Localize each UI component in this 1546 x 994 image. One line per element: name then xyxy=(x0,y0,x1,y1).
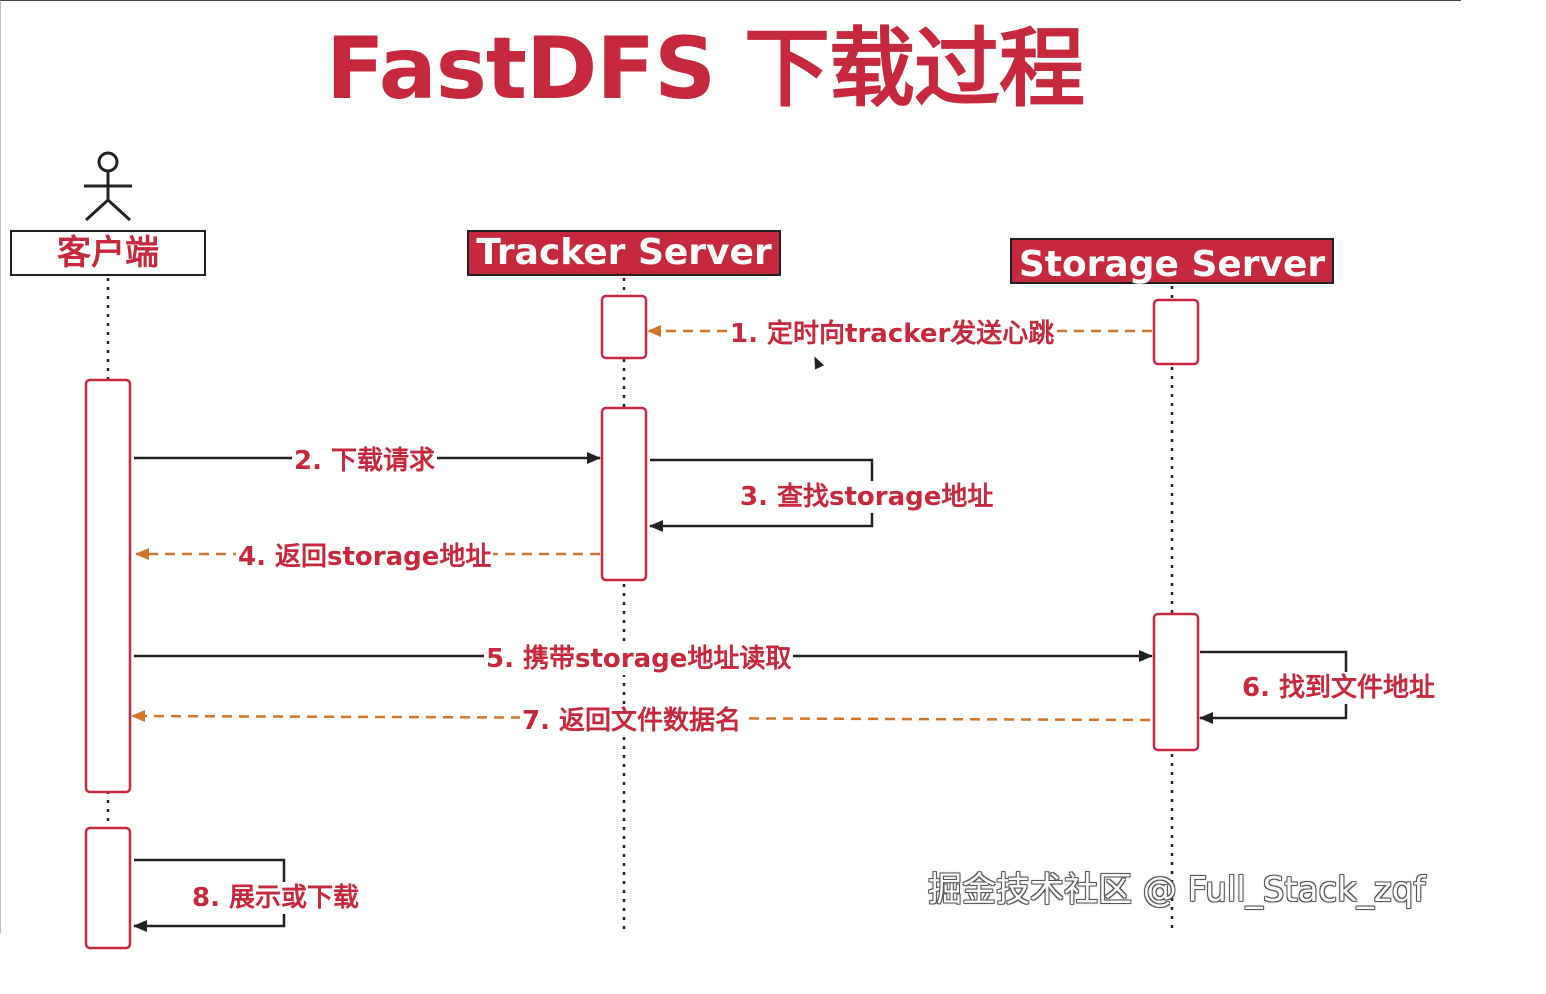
message-label-2: 2. 下载请求 xyxy=(292,445,438,477)
activation-bars xyxy=(84,294,1200,950)
activation-storage-1 xyxy=(1152,298,1200,366)
participant-client: 客户端 xyxy=(10,230,206,276)
activation-tracker-2 xyxy=(600,406,648,582)
page-title: FastDFS 下载过程 xyxy=(326,19,1085,119)
participant-storage: Storage Server xyxy=(1010,238,1334,285)
message-label-6: 6. 找到文件地址 xyxy=(1240,672,1438,704)
watermark: 掘金技术社区 @ Full_Stack_zqf xyxy=(928,870,1426,910)
message-label-7: 7. 返回文件数据名 xyxy=(520,705,744,737)
message-label-8: 8. 展示或下载 xyxy=(190,882,362,914)
actor-icon xyxy=(84,151,132,222)
activation-client-2 xyxy=(84,826,132,950)
message-label-5: 5. 携带storage地址读取 xyxy=(484,643,794,675)
activation-tracker-1 xyxy=(600,294,648,360)
activation-storage-2 xyxy=(1152,612,1200,752)
lifelines xyxy=(106,278,1174,932)
message-label-4: 4. 返回storage地址 xyxy=(236,541,494,573)
activation-client-1 xyxy=(84,378,132,794)
slide-frame xyxy=(0,0,1461,933)
message-label-1: 1. 定时向tracker发送心跳 xyxy=(728,318,1057,350)
participant-tracker: Tracker Server xyxy=(467,230,781,276)
message-label-3: 3. 查找storage地址 xyxy=(738,481,996,513)
